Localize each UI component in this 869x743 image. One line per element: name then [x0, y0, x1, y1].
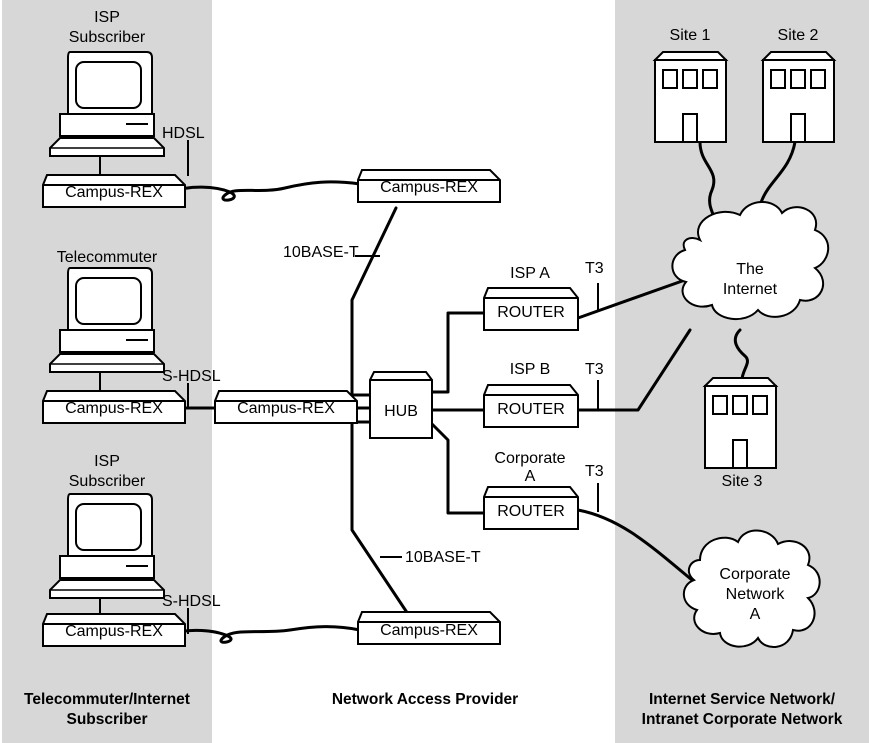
- site1-label: Site 1: [670, 27, 711, 44]
- pc1-title-line2: Subscriber: [69, 29, 146, 46]
- corp-network-line1: Corporate: [719, 566, 790, 583]
- right-heading-line2: Intranet Corporate Network: [642, 711, 843, 728]
- router-a-link: T3: [585, 260, 604, 277]
- pc-isp-subscriber-bottom: [49, 493, 165, 617]
- building-site3: [704, 377, 777, 469]
- router-a-name: ISP A: [510, 265, 550, 282]
- router-c-name-line2: A: [525, 468, 536, 485]
- pc1-device-label: Campus-REX: [65, 184, 163, 201]
- bottom-rex-label: Campus-REX: [380, 622, 478, 639]
- pc-isp-subscriber-top: [49, 51, 165, 175]
- corp-network-line2: Network: [726, 586, 786, 603]
- hdsl-link-line: [168, 180, 362, 202]
- pc2-device-label: Campus-REX: [65, 400, 163, 417]
- 10baset-bottom-line: [350, 420, 414, 622]
- t3-isp-a-line: [576, 278, 687, 320]
- router-c-link: T3: [585, 463, 604, 480]
- left-heading-line1: Telecommuter/Internet: [24, 691, 190, 708]
- t3-corp-line: [576, 508, 694, 582]
- router-c-label: ROUTER: [497, 503, 565, 520]
- router-c-name-line1: Corporate: [494, 450, 565, 467]
- right-heading-line1: Internet Service Network/: [649, 691, 836, 708]
- pc-telecommuter: [49, 267, 165, 391]
- pc3-title-line1: ISP: [94, 453, 120, 470]
- router-b-link: T3: [585, 361, 604, 378]
- hub-label: HUB: [384, 403, 418, 420]
- pc3-link-label: S-HDSL: [162, 593, 221, 610]
- 10baset-top-line: [350, 206, 398, 397]
- corporate-network-cloud: [682, 529, 821, 648]
- link-10baset-top: 10BASE-T: [283, 244, 359, 261]
- corp-network-line3: A: [750, 606, 761, 623]
- hub-routerc-line: [430, 422, 486, 515]
- pc2-title: Telecommuter: [57, 249, 158, 266]
- building-site2: [762, 51, 835, 143]
- pc2-link-label: S-HDSL: [162, 368, 221, 385]
- center-heading: Network Access Provider: [332, 691, 518, 708]
- mid-rex-label: Campus-REX: [237, 400, 335, 417]
- router-b-name: ISP B: [510, 361, 551, 378]
- pc1-link-label: HDSL: [162, 125, 205, 142]
- link-10baset-bottom: 10BASE-T: [405, 549, 481, 566]
- pc1-title-line1: ISP: [94, 9, 120, 26]
- router-b-label: ROUTER: [497, 401, 565, 418]
- left-heading-line2: Subscriber: [67, 711, 148, 728]
- building-site1: [654, 51, 727, 143]
- top-rex-label: Campus-REX: [380, 179, 478, 196]
- internet-cloud: [671, 201, 830, 321]
- hub-routera-line: [430, 311, 486, 394]
- pc3-device-label: Campus-REX: [65, 623, 163, 640]
- shdsl-link-line-bottom: [168, 625, 362, 644]
- site3-label: Site 3: [722, 473, 763, 490]
- internet-line2: Internet: [723, 281, 778, 298]
- site3-link: [733, 328, 749, 382]
- hub-box: [369, 371, 433, 439]
- internet-line1: The: [736, 261, 764, 278]
- pc3-title-line2: Subscriber: [69, 473, 146, 490]
- router-a-label: ROUTER: [497, 304, 565, 321]
- site2-label: Site 2: [778, 27, 819, 44]
